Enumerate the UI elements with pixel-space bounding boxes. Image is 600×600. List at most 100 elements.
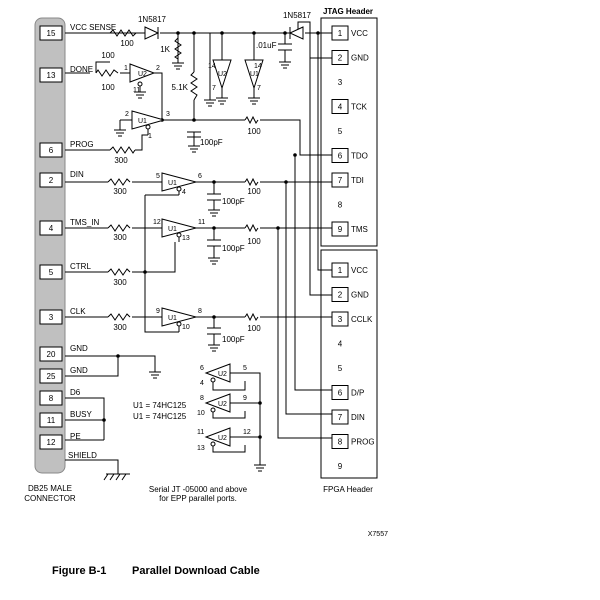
db25-pin-4: 4 TMS_IN [39,218,100,236]
jtag-pin-number: 3 [338,78,343,87]
buffer-gates [129,59,264,447]
fpga-pin-number: 1 [338,266,343,275]
db25-pin-label: D6 [70,388,81,397]
label-gate-u1-tck: U1 [138,118,147,125]
jtag-pin-number: 8 [338,201,343,210]
ground-symbols [103,61,291,481]
jtag-pin-number: 6 [338,152,343,161]
db25-pin-8: 8D6 [39,388,81,406]
db25-pin-label: DIN [70,170,84,179]
label-gate-u1-clk: U1 [168,315,177,322]
resistor-clk [107,313,131,321]
jtag-header-outline [320,17,378,247]
jtag-pin-number: 7 [338,176,343,185]
label-gate-u1-tms: U1 [168,226,177,233]
db25-pin-number: 3 [49,313,54,322]
jtag-pin-3: 3 [338,78,343,87]
fpga-pin-label: D/P [351,389,364,398]
label-r-tms: 300 [113,233,127,242]
gate-u2-spare-a [204,363,231,383]
gate-u1-clk-enable [176,321,182,327]
note-u2-type: U1 = 74HC125 [133,412,187,421]
label-u1-pin14: 14 [254,63,262,70]
db25-pin-label: TMS_IN [70,218,100,227]
jtag-pin-label: VCC [351,29,368,38]
fpga-pin-number: 8 [338,438,343,447]
label-spare-c-in: 11 [197,429,204,436]
db25-pin-number: 2 [49,176,54,185]
label-u2-pin14: 14 [208,63,216,70]
db25-pin-2: 2 DIN [39,170,84,188]
db25-pin-number: 13 [47,71,56,80]
label-gate-u2-spare-c: U2 [218,435,227,442]
jtag-pin-number: 5 [338,127,343,136]
gate-u1-tck-enable [145,124,151,130]
db25-pin-13: 13 DONE [39,65,93,83]
db25-pin-number: 4 [49,224,54,233]
gate-u1-power [244,59,264,90]
label-diode-right: 1N5817 [283,11,312,20]
jtag-pin-7: 7 TDI [331,172,364,188]
label-gate-u2-spare-a: U2 [218,371,227,378]
label-spare-c-en: 13 [197,445,205,452]
label-c-100pf-a: 100pF [200,138,223,147]
resistor-5k1 [190,71,198,101]
label-c-100pf-c: 100pF [222,244,245,253]
resistor-vcc-sense [109,29,137,37]
resistor-ctrl [107,268,131,276]
db25-pin-number: 6 [49,146,54,155]
capacitor-100pf-d [207,327,221,335]
label-gate-tck-out: 3 [166,111,170,118]
label-r-1k: 1K [160,45,170,54]
label-gate-tck-in: 2 [125,111,129,118]
label-gate-u2-done: U2 [138,71,147,78]
connector-name-line2: CONNECTOR [24,494,76,503]
figure-title: Parallel Download Cable [132,565,260,577]
db25-pin-label: BUSY [70,410,92,419]
resistor-din [107,178,131,186]
connector-name-line1: DB25 MALE [28,484,72,493]
db25-pin-label: PROG [70,140,94,149]
fpga-pin-number: 9 [338,462,343,471]
db25-pin-15: 15 VCC SENSE [39,23,116,41]
fpga-pin-label: DIN [351,413,365,422]
label-gate-done-in: 1 [124,65,128,72]
figure-number: Figure B-1 [52,565,106,577]
label-r-din: 300 [113,187,127,196]
db25-pin-number: 12 [47,438,56,447]
label-gate-clk-out: 8 [198,308,202,315]
label-r-done-b: 100 [101,83,115,92]
resistor-1k [174,37,182,60]
db25-pin-number: 15 [47,29,56,38]
db25-pin-label: GND [70,344,88,353]
note-serial-line1: Serial JT -05000 and above [149,485,248,494]
label-gate-u2-spare-b: U2 [218,401,227,408]
jtag-pin-label: TDI [351,176,364,185]
label-r-tck: 100 [247,127,261,136]
capacitor-100pf-c [207,239,221,247]
db25-pin-label: VCC SENSE [70,23,116,32]
note-serial-line2: for EPP parallel ports. [159,494,237,503]
db25-shield-label: SHIELD [68,451,97,460]
jtag-pin-5: 5 [338,127,343,136]
db25-pin-label: DONE [70,65,93,74]
jtag-pin-number: 9 [338,225,343,234]
fpga-pin-number: 6 [338,389,343,398]
gate-u1-tms-enable [176,232,182,238]
jtag-pin-label: GND [351,54,369,63]
jtag-header-title: JTAG Header [323,7,373,16]
label-u1-pin7: 7 [257,85,261,92]
jtag-pin-label: TDO [351,152,368,161]
label-gate-u2-power: U2 [218,71,227,78]
jtag-pin-8: 8 [338,201,343,210]
db25-pin-number: 5 [49,268,54,277]
